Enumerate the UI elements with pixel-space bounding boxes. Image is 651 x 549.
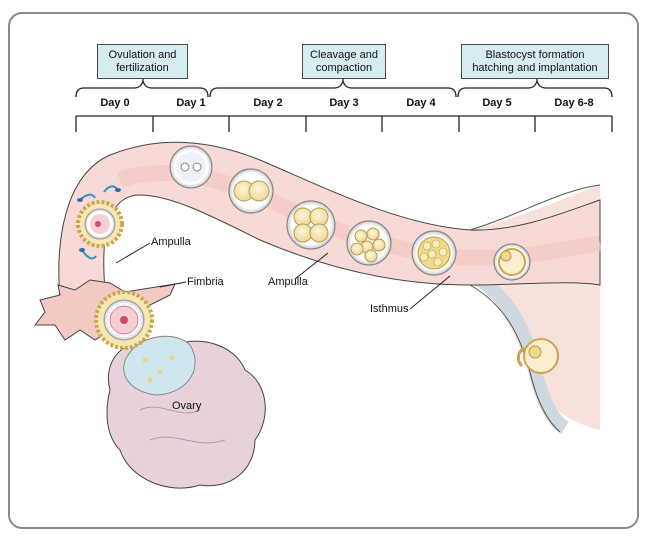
day-label: Day 2: [253, 97, 283, 109]
fertilization-oocyte: [76, 185, 124, 260]
phase-line2: compaction: [315, 61, 373, 74]
leader-lines: [115, 242, 451, 310]
eight-cell-embryo: [346, 220, 392, 266]
label-isthmus: Isthmus: [370, 303, 409, 315]
day-label: Day 6-8: [554, 97, 594, 109]
label-ampulla-tube: Ampulla: [268, 276, 308, 288]
phase-line1: Blastocyst formation: [485, 48, 585, 61]
ovulated-oocyte: [94, 290, 154, 350]
phase-blastocyst-implantation: Blastocyst formation hatching and implan…: [461, 44, 609, 79]
four-cell-embryo: [286, 200, 336, 250]
day-label: Day 3: [329, 97, 359, 109]
label-fimbria: Fimbria: [187, 276, 224, 288]
day-label: Day 1: [176, 97, 206, 109]
zygote: [169, 145, 213, 189]
day-ruler: [75, 115, 613, 132]
day-label: Day 5: [482, 97, 512, 109]
day-label: Day 0: [100, 97, 130, 109]
label-ovary: Ovary: [172, 400, 202, 412]
implanting-blastocyst: [516, 338, 559, 374]
phase-line1: Ovulation and: [108, 48, 177, 61]
phase-line2: hatching and implantation: [472, 61, 598, 74]
blastocyst: [493, 243, 531, 281]
phase-line2: fertilization: [116, 61, 169, 74]
timeline-brackets: [75, 78, 613, 98]
phase-ovulation-fertilization: Ovulation and fertilization: [97, 44, 188, 79]
two-cell-embryo: [228, 168, 274, 214]
follicle: [123, 335, 196, 396]
phase-cleavage-compaction: Cleavage and compaction: [302, 44, 386, 79]
day-label: Day 4: [406, 97, 436, 109]
phase-line1: Cleavage and: [310, 48, 378, 61]
morula: [411, 230, 457, 276]
label-ampulla-left: Ampulla: [151, 236, 191, 248]
